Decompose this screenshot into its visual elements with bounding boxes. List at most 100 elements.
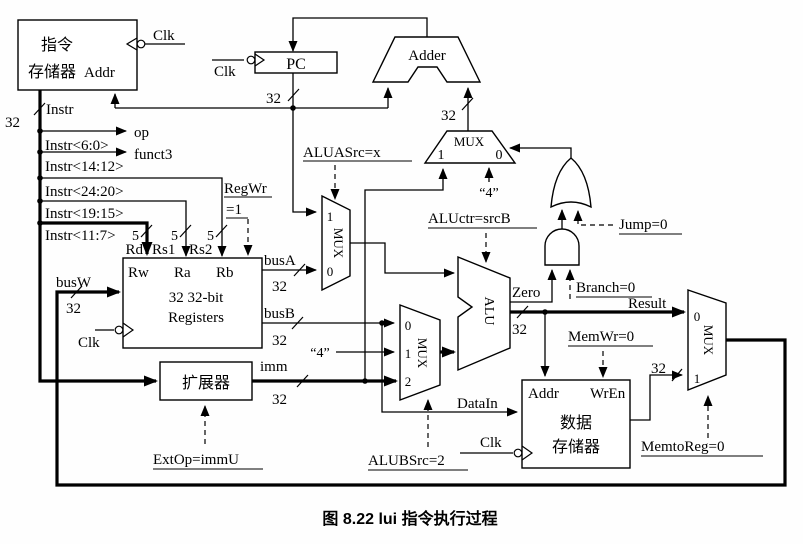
branch-mux: MUX 1 0 <box>423 130 517 164</box>
rs2-label: Rs2 <box>189 242 212 258</box>
instr-6-0-label: Instr<6:0> <box>45 138 109 154</box>
instruction-memory-box <box>17 19 138 91</box>
branch-mux-shape <box>423 130 517 164</box>
pc-clk-label: Clk <box>214 64 236 80</box>
junction-op <box>37 128 43 134</box>
extender-box <box>159 361 253 401</box>
wire-adder-to-pc <box>288 17 428 52</box>
junction-result <box>542 309 548 315</box>
tick-busa <box>293 263 306 277</box>
data-memory-port-wren: WrEn <box>590 386 626 402</box>
instr-19-15-label: Instr<19:15> <box>45 206 124 222</box>
rd-width-label: 5 <box>132 229 139 244</box>
memtoreg-mux-label: MUX <box>701 325 716 356</box>
imm-label: imm <box>260 359 288 375</box>
alub-mux-in2: 2 <box>405 374 412 389</box>
rs1-label: Rs1 <box>152 242 175 258</box>
instr-label: Instr <box>46 102 74 118</box>
wire-zero-to-and <box>510 269 557 303</box>
branch-label: Branch=0 <box>576 280 635 296</box>
registers-title-2: Registers <box>168 310 224 326</box>
alua-mux: MUX 1 0 <box>321 194 351 292</box>
op-label: op <box>134 125 149 141</box>
datain-label: DataIn <box>457 396 498 412</box>
wire-memout-to-memmux1 <box>630 370 683 421</box>
memtoreg-mux: MUX 0 1 <box>687 289 727 392</box>
zero-label: Zero <box>512 285 540 301</box>
extop-label: ExtOp=immU <box>153 452 239 468</box>
block-pc: PC Clk <box>214 51 338 80</box>
pc-label: PC <box>286 56 306 73</box>
registers-box <box>122 257 263 349</box>
alub-mux-label: MUX <box>415 338 430 369</box>
junction-pc <box>290 105 296 111</box>
funct3-label: funct3 <box>134 147 172 163</box>
signal-labels: 32 Instr 32 op funct3 Instr<6:0> Instr<1… <box>5 91 667 412</box>
wire-tap-rd <box>40 221 153 256</box>
memtoreg-label: MemtoReg=0 <box>641 439 724 455</box>
wires-thin <box>40 17 683 454</box>
tick-rd <box>140 224 153 238</box>
alubsrc-label: ALUBSrc=2 <box>368 453 445 469</box>
tick-busb <box>291 316 304 330</box>
wire-feedback-busw <box>55 286 787 487</box>
wire-aluamux-to-alu <box>350 242 455 278</box>
block-extender: 扩展器 <box>159 361 253 401</box>
adder-label: Adder <box>408 48 446 64</box>
memtoreg-mux-shape <box>687 289 727 392</box>
junction-rs1 <box>37 198 43 204</box>
memout-width-label: 32 <box>651 361 666 377</box>
busb-width-label: 32 <box>272 333 287 349</box>
alub-mux-in0: 0 <box>405 318 412 333</box>
imem-clock-bubble-icon <box>136 39 146 49</box>
instr-14-12-label: Instr<14:12> <box>45 159 124 175</box>
imem-clock-wedge-icon <box>125 37 138 51</box>
rs1-width-label: 5 <box>171 229 178 244</box>
data-memory-box <box>521 379 631 469</box>
extender-title: 扩展器 <box>182 374 230 392</box>
branch-mux-in0: 0 <box>496 148 503 163</box>
wires-bold <box>38 90 787 487</box>
alua-mux-label: MUX <box>331 228 346 259</box>
pc-clock-bubble-icon <box>246 55 256 65</box>
rs2-width-label: 5 <box>207 229 214 244</box>
junction-funct3 <box>37 149 43 155</box>
busw-width-label: 32 <box>66 301 81 317</box>
registers-port-rb: Rb <box>216 265 234 281</box>
junction-imm <box>362 378 368 384</box>
alua-mux-shape <box>321 194 351 292</box>
or-gate-icon <box>550 157 592 209</box>
wire-ctrl-jump <box>573 210 613 226</box>
wire-pc-to-aluamux1 <box>292 108 317 217</box>
data-memory-title-1: 数据 <box>560 414 592 432</box>
alu-out-width-label: 32 <box>512 322 527 338</box>
block-adder: Adder <box>371 36 482 83</box>
and-gate-icon <box>544 228 580 266</box>
instruction-memory-title-1: 指令 <box>41 36 73 54</box>
instr-width-label: 32 <box>5 115 20 131</box>
alub-mux-in1: 1 <box>405 346 412 361</box>
junction-rs2 <box>37 175 43 181</box>
alu-label: ALU <box>481 297 496 326</box>
tick-branchmux-out <box>461 97 474 111</box>
imm-width-label: 32 <box>272 392 287 408</box>
aluasrc-label: ALUASrc=x <box>303 145 381 161</box>
registers-port-ra: Ra <box>174 265 191 281</box>
block-registers: Rw Ra Rb 32 32-bit Registers Clk <box>78 257 263 351</box>
wire-or-to-branchmux-select <box>509 143 572 158</box>
block-alu: ALU <box>457 255 511 372</box>
tick-imm <box>296 374 309 388</box>
wire-imm-to-branchmux1 <box>364 168 448 381</box>
rd-label: Rd <box>125 242 143 258</box>
tick-memout <box>671 368 683 382</box>
jump-label: Jump=0 <box>619 217 667 233</box>
branch-mux-label: MUX <box>454 134 485 149</box>
memtoreg-mux-in1: 1 <box>694 371 701 386</box>
tick-busw <box>70 285 83 299</box>
data-memory-title-2: 存储器 <box>552 438 600 456</box>
branchmux-const4-label: “4” <box>479 186 498 201</box>
bus-width-ticks <box>33 88 683 388</box>
tick-instr <box>33 102 46 116</box>
block-data-memory: Addr WrEn 数据 存储器 Clk <box>480 379 631 469</box>
